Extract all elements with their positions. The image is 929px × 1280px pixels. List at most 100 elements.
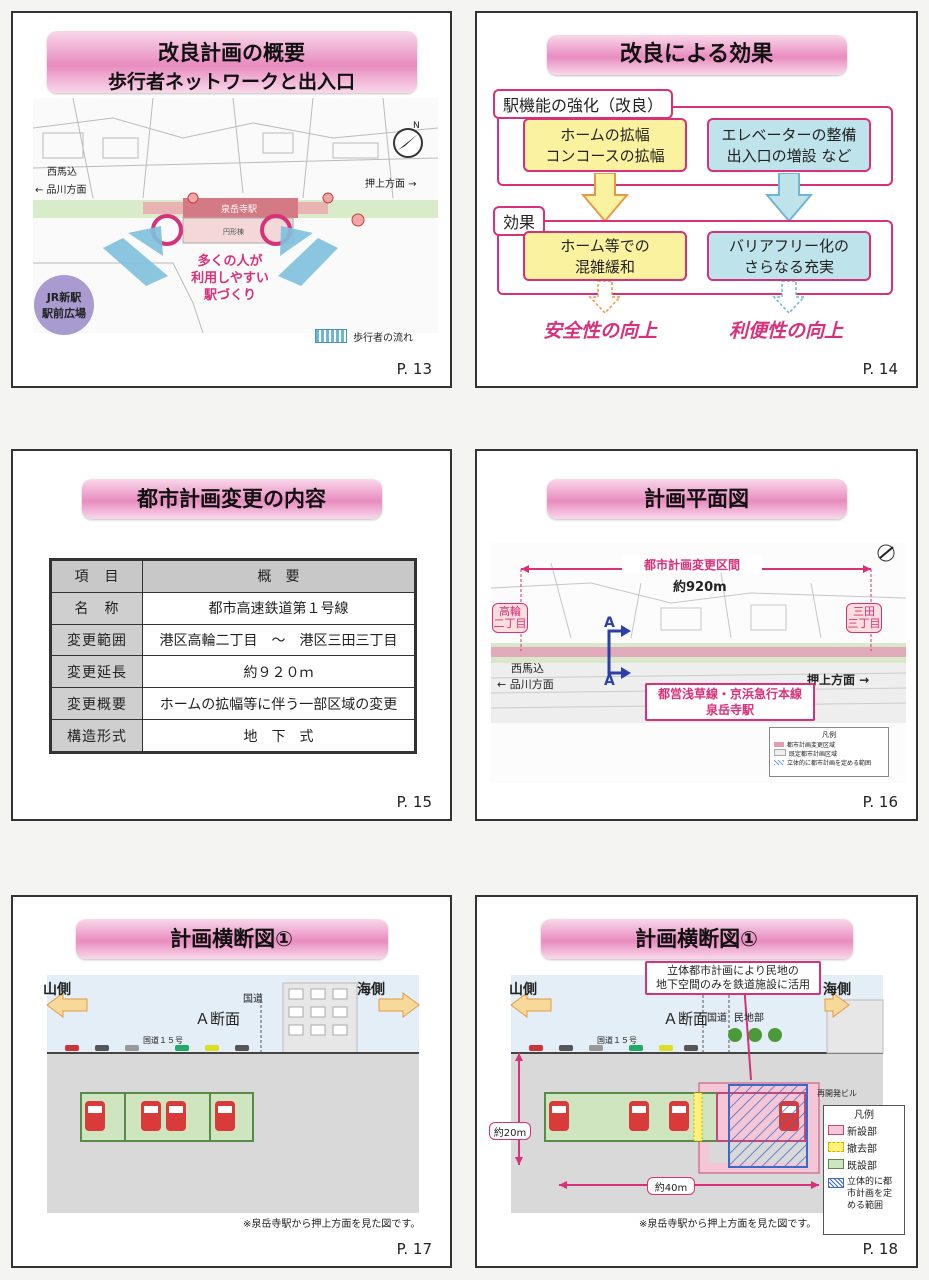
box2-line2: 出入口の増設 など [726, 147, 852, 165]
mita-line2: 三丁目 [847, 617, 881, 630]
slide-p17: 計画横断図① 山側 海側 国道 Ａ断面 国道１５号 ※泉岳寺駅から押上方面を見た… [11, 895, 452, 1268]
label-yamagawa: 山側 [509, 982, 537, 998]
label-section-a: Ａ断面 [663, 1010, 709, 1028]
slide-title: 改良による効果 [546, 35, 847, 75]
box4-line1: バリアフリー化の [728, 237, 849, 255]
page-number: P. 14 [862, 360, 898, 378]
label-section-a: Ａ断面 [195, 1010, 241, 1028]
down-arrows [580, 173, 814, 223]
label-oshiage: 押上方面 → [365, 179, 417, 190]
station-line2: 泉岳寺駅 [705, 703, 754, 717]
label-takanawa: 高輪 二丁目 [492, 603, 528, 633]
span-label: 都市計画変更区間 [622, 555, 762, 573]
box-congestion: ホーム等での 混雑緩和 [523, 231, 687, 281]
slide-p15: 都市計画変更の内容 項 目 概 要 名 称都市高速鉄道第１号線 変更範囲港区高輪… [11, 449, 452, 821]
jr-station-badge: JR新駅 駅前広場 [34, 275, 94, 335]
row-value: 都市高速鉄道第１号線 [142, 591, 415, 625]
label-nishimagome: 西馬込 [47, 167, 77, 178]
legend-pedestrian: 歩行者の流れ [353, 333, 413, 344]
slide-p13: 改良計画の概要 歩行者ネットワークと出入口 泉岳寺駅 円形棟 [11, 11, 452, 388]
page-number: P. 18 [862, 1240, 898, 1258]
legend-item: 既定都市計画区域 [774, 749, 884, 758]
page-number: P. 13 [396, 360, 432, 378]
section-enhancement: 駅機能の強化（改良） [493, 89, 674, 119]
callout-line2: 利用しやすい [191, 271, 269, 286]
legend-label: 撤去部 [847, 1144, 877, 1155]
row-value: ホームの拡幅等に伴う一部区域の変更 [142, 687, 415, 721]
row-key: 変更延長 [51, 655, 143, 689]
note: ※泉岳寺駅から押上方面を見た図です。 [243, 1219, 421, 1230]
legend-item: 都市計画変更区域 [774, 740, 884, 749]
section-a-top: A [604, 615, 615, 631]
box1-line1: ホームの拡幅 [560, 126, 650, 144]
label-nishimagome: 西馬込 [511, 662, 544, 675]
label-depth: 約20m [489, 1122, 531, 1140]
callout-box: 立体都市計画により民地の 地下空間のみを鉄道施設に活用 [645, 961, 821, 995]
mita-line1: 三田 [853, 605, 875, 618]
legend-item: 立体的に都市計画を定める範囲 [828, 1176, 900, 1212]
page-number: P. 15 [396, 793, 432, 811]
box-platform-widen: ホームの拡幅 コンコースの拡幅 [523, 118, 687, 172]
label-minchi: 民地部 [734, 1013, 764, 1024]
slide-p14: 改良による効果 駅機能の強化（改良） ホームの拡幅 コンコースの拡幅 エレベータ… [475, 11, 918, 388]
result-safety: 安全性の向上 [543, 320, 658, 342]
jr-line1: JR新駅 [46, 291, 82, 304]
plan-map [491, 543, 906, 783]
effect-frame [497, 220, 893, 295]
spec-table-wrap: 項 目 概 要 名 称都市高速鉄道第１号線 変更範囲港区高輪二丁目 ～ 港区三田… [49, 558, 417, 754]
page-number: P. 16 [862, 793, 898, 811]
row-value: 港区高輪二丁目 ～ 港区三田三丁目 [142, 623, 415, 657]
label-oshiage: 押上方面 → [807, 673, 870, 687]
table-row: 名 称都市高速鉄道第１号線 [51, 591, 415, 625]
title-line2: 歩行者ネットワークと出入口 [107, 71, 355, 93]
label-width: 約40m [647, 1177, 695, 1195]
row-key: 名 称 [51, 591, 143, 625]
dashed-arrows [588, 281, 806, 315]
label-shinagawa: ← 品川方面 [497, 678, 554, 691]
station-callout: 都営浅草線・京浜急行本線 泉岳寺駅 [645, 683, 815, 721]
station-area-map: 泉岳寺駅 円形棟 [33, 98, 438, 333]
note: ※泉岳寺駅から押上方面を見た図です。 [639, 1219, 817, 1230]
pedestrian-flow-icon [315, 329, 347, 343]
legend-label: 既定都市計画区域 [789, 751, 838, 758]
table-row: 変更延長約９２０ｍ [51, 655, 415, 689]
label-route15: 国道１５号 [597, 1036, 637, 1045]
slide-title: 改良計画の概要 歩行者ネットワークと出入口 [46, 31, 417, 93]
legend-item: 立体的に都市計画を定める範囲 [774, 758, 884, 767]
legend-title: 凡例 [822, 731, 836, 739]
header-item: 項 目 [51, 560, 143, 593]
slide-title: 計画横断図① [540, 919, 853, 959]
callout-line1: 多くの人が [197, 254, 263, 269]
enhancement-frame [497, 106, 893, 186]
cross-section-diagram [46, 975, 420, 1213]
label-shinagawa: ← 品川方面 [35, 185, 87, 196]
row-key: 変更範囲 [51, 623, 143, 657]
result-convenience: 利便性の向上 [729, 320, 844, 342]
slide-p16: 計画平面図 都市計画変更区間 約920m 高輪 二丁目 三田 三丁目 A A 西… [475, 449, 918, 821]
label-umigawa: 海側 [823, 982, 851, 998]
header-summary: 概 要 [142, 560, 415, 593]
slide-title: 計画横断図① [75, 919, 388, 959]
spec-table: 項 目 概 要 名 称都市高速鉄道第１号線 変更範囲港区高輪二丁目 ～ 港区三田… [51, 560, 415, 752]
svg-text:円形棟: 円形棟 [223, 227, 244, 236]
row-value: 地 下 式 [142, 719, 415, 752]
box3-line2: 混雑緩和 [574, 258, 635, 276]
box-barrier-free: バリアフリー化の さらなる充実 [707, 231, 871, 281]
legend-label: 立体的に都市計画を定める範囲 [787, 760, 872, 767]
table-row: 変更概要ホームの拡幅等に伴う一部区域の変更 [51, 687, 415, 721]
legend-item: 新設部 [828, 1125, 900, 1139]
title-line1: 改良計画の概要 [158, 41, 305, 65]
label-mita: 三田 三丁目 [846, 603, 882, 633]
box1-line2: コンコースの拡幅 [545, 147, 665, 165]
legend-item: 既設部 [828, 1159, 900, 1173]
callout: 多くの人が 利用しやすい 駅づくり [180, 253, 280, 304]
box3-line1: ホーム等での [560, 237, 650, 255]
jr-line2: 駅前広場 [42, 307, 86, 320]
span-length: 約920m [673, 580, 727, 595]
takanawa-line2: 二丁目 [493, 617, 527, 630]
station-line1: 都営浅草線・京浜急行本線 [657, 687, 802, 701]
slide-title: 計画平面図 [546, 479, 847, 519]
legend-label: 既設部 [847, 1161, 877, 1172]
label-kokudo: 国道 [707, 1013, 727, 1024]
section-legend: 凡例 新設部 撤去部 既設部 立体的に都市計画を定める範囲 [823, 1105, 905, 1235]
